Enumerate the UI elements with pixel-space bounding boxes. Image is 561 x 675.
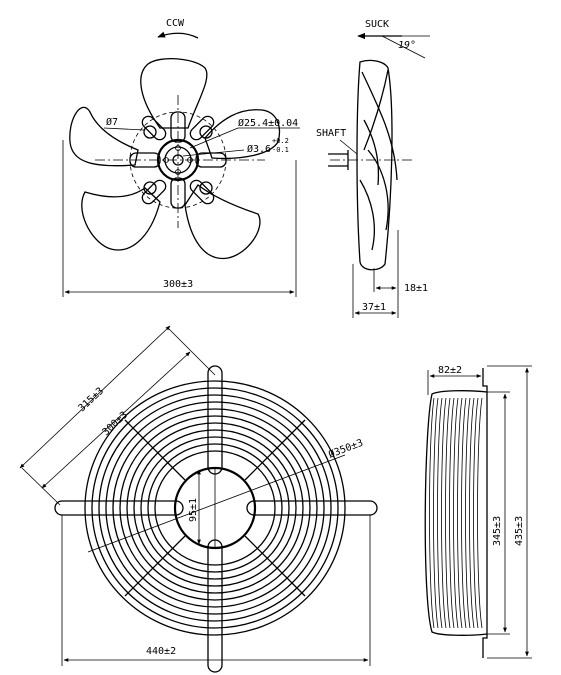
fan-blades: [69, 58, 281, 260]
airflow-label: SUCK: [365, 19, 389, 30]
blade-left: [69, 106, 139, 167]
bore-leader: [182, 149, 245, 157]
blade-lower-right: [184, 184, 261, 260]
shaft-icon: [328, 150, 349, 170]
side-flange: [482, 368, 488, 658]
side-profile: [424, 390, 488, 636]
grille-side-view: 82±2 345±3 435±3: [424, 365, 532, 659]
blade-profile: [356, 59, 398, 271]
hub-spider: [129, 111, 227, 209]
blade-right: [204, 109, 281, 160]
bore-tol-upper: +0.2: [272, 137, 289, 145]
fan-diameter-label: 300±3: [163, 279, 193, 290]
blade-top: [140, 58, 208, 129]
hub-dia-label: Ø25.4±0.04: [238, 117, 298, 129]
grille-span-label: 315±3: [77, 386, 107, 415]
depth-label: 37±1: [362, 302, 386, 313]
shaft-label: SHAFT: [316, 128, 346, 139]
side-depth-label: 82±2: [438, 365, 462, 376]
bore-dia-label: Ø3.6: [247, 143, 271, 155]
hub-leader: [189, 127, 239, 149]
fan-front-view: CCW: [62, 18, 300, 297]
outer-ring-leader: [87, 454, 346, 553]
side-inner-height-label: 345±3: [492, 516, 503, 546]
outer-ring-label: Ø350±3: [327, 437, 365, 461]
side-outer-height-label: 435±3: [514, 516, 525, 546]
fan-side-view: SUCK 19° SHAFT 18±1 37±1: [316, 19, 430, 318]
grille-front-view: 315±3 300±3 Ø350±3 95±1 440±2: [19, 325, 378, 673]
bore-tol-lower: -0.1: [272, 146, 289, 154]
grille-ring-label: 300±3: [101, 410, 131, 439]
hole-dia-label: Ø7: [106, 116, 118, 128]
side-ribs: [429, 397, 483, 629]
rotation-arrow-icon: [157, 31, 199, 39]
mounting-arms: [54, 365, 378, 673]
blade-lower-left: [81, 187, 161, 251]
hub-offset-label: 18±1: [404, 283, 428, 294]
center-dia-label: 95±1: [188, 498, 199, 522]
grille-ring-dimension: [41, 351, 191, 489]
rotation-label: CCW: [166, 18, 185, 29]
mounting-holes: [143, 125, 213, 195]
grille-width-label: 440±2: [146, 646, 176, 657]
blade-angle-label: 19°: [398, 40, 416, 51]
hub: [156, 138, 200, 182]
hole-leader: [103, 127, 145, 131]
